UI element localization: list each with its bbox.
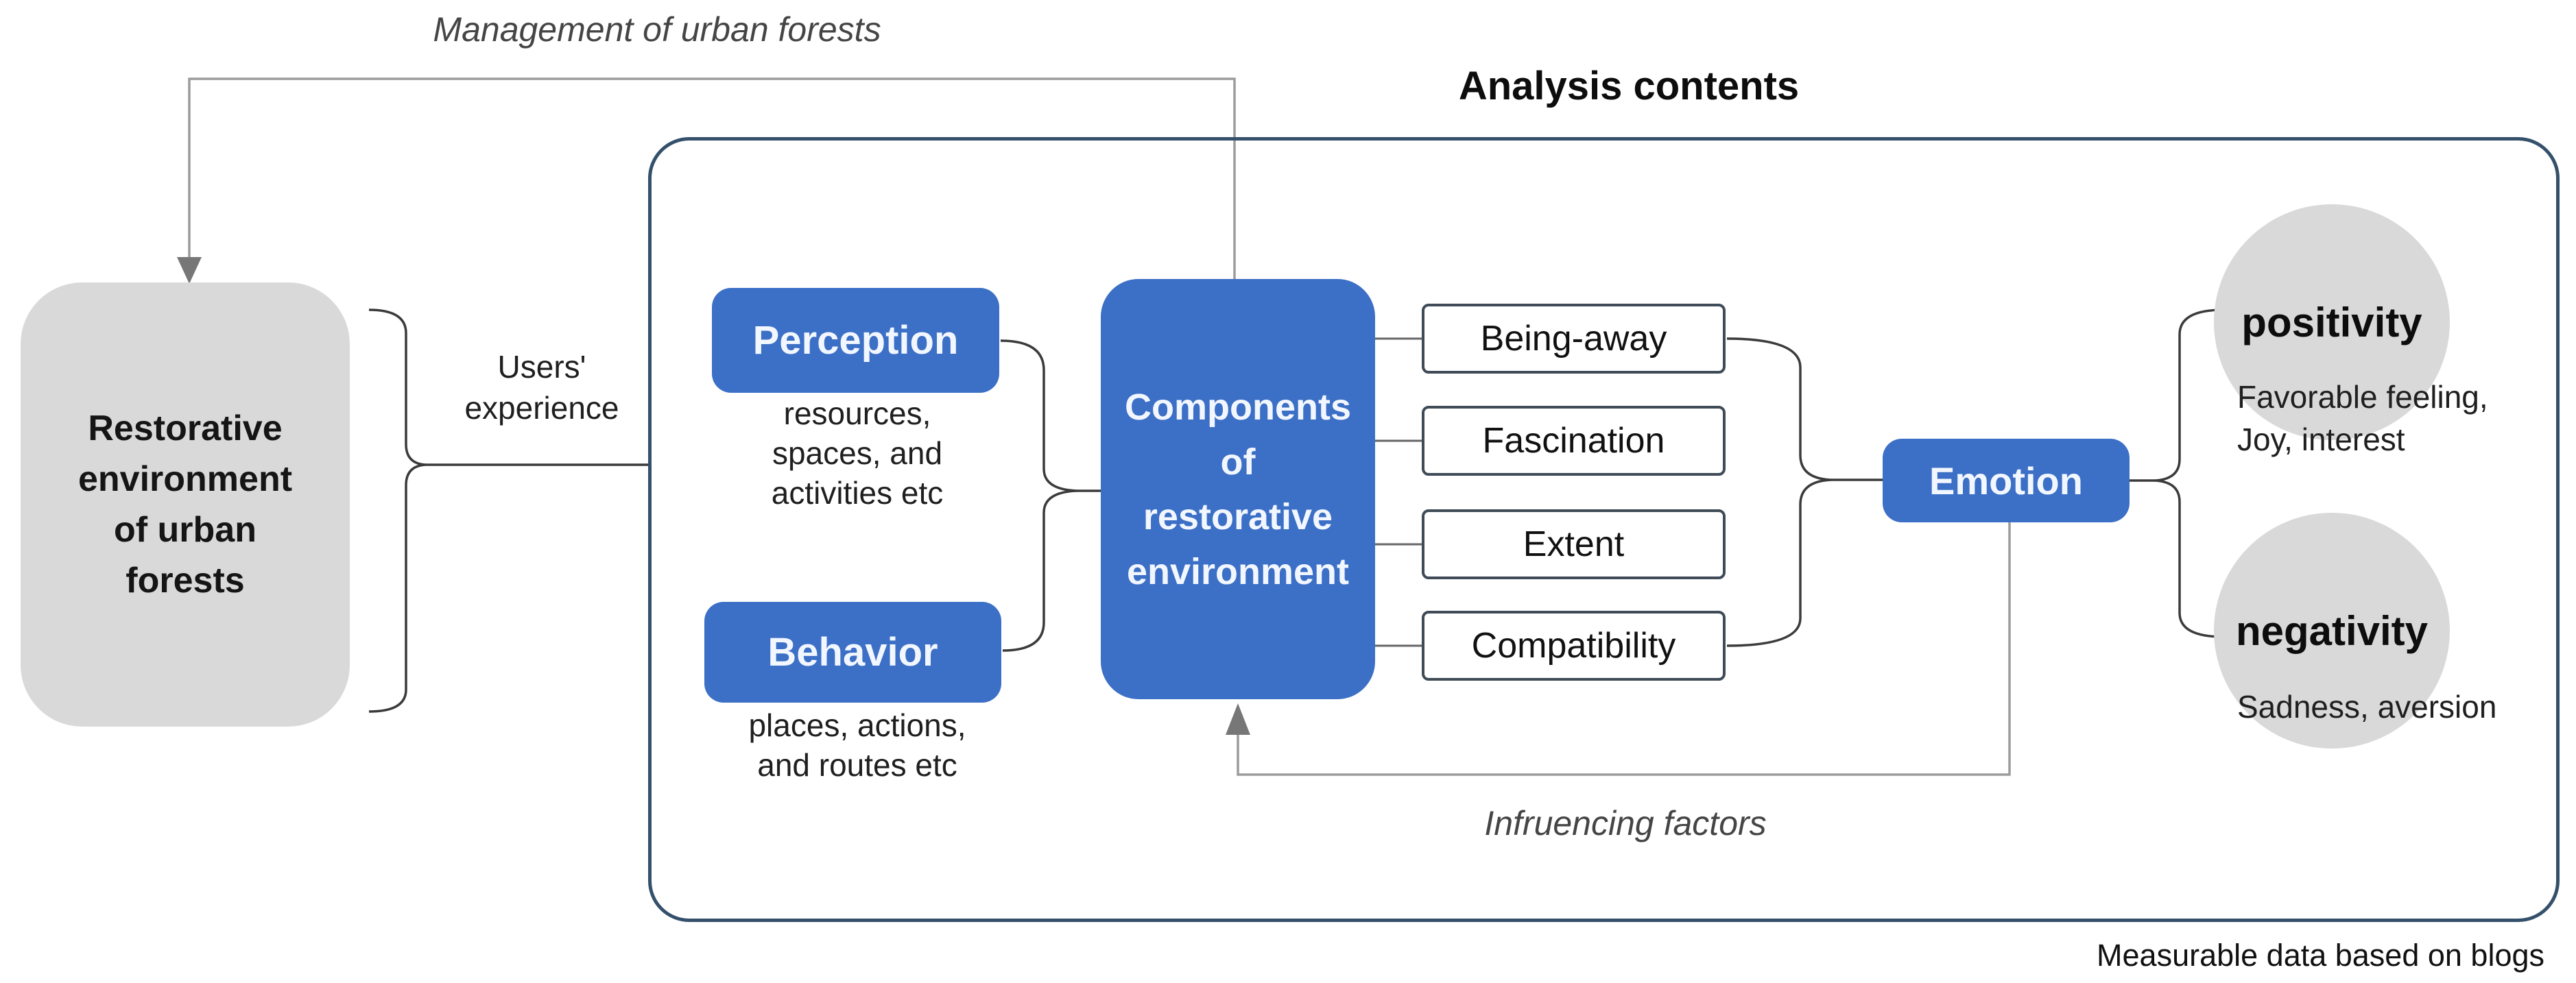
emotion-box: Emotion xyxy=(1883,439,2130,522)
management-label: Management of urban forests xyxy=(433,10,881,49)
influencing-line xyxy=(1237,522,2011,776)
influencing-arrowhead-icon xyxy=(1226,703,1250,735)
behavior-caption: places, actions, and routes etc xyxy=(748,707,966,783)
analysis-contents-frame xyxy=(648,137,2560,922)
factor-box-compatibility: Compatibility xyxy=(1422,611,1726,681)
components-box: Components of restorative environment xyxy=(1101,279,1375,699)
factor-box-extent: Extent xyxy=(1422,509,1726,579)
perception-caption: resources, spaces, and activities etc xyxy=(771,396,944,511)
negativity-circle: negativity xyxy=(2214,513,2450,749)
influencing-factors-label: Infruencing factors xyxy=(1484,804,1767,842)
negativity-caption: Sadness, aversion xyxy=(2237,689,2497,725)
factor-box-fascination: Fascination xyxy=(1422,406,1726,476)
behavior-box: Behavior xyxy=(704,602,1001,703)
restorative-environment-box: Restorative environment of urban forests xyxy=(21,282,350,727)
footnote-measurable-data: Measurable data based on blogs xyxy=(2097,938,2544,973)
management-arrowhead-icon xyxy=(177,257,202,284)
positivity-caption: Favorable feeling, Joy, interest xyxy=(2237,379,2488,457)
management-line xyxy=(188,77,1236,279)
positivity-circle: positivity xyxy=(2214,204,2450,440)
factor-box-being-away: Being-away xyxy=(1422,304,1726,374)
emotion-split-brace-icon xyxy=(2154,308,2224,638)
users-experience-label: Users' experience xyxy=(464,349,619,426)
perception-box: Perception xyxy=(712,288,999,393)
analysis-contents-title: Analysis contents xyxy=(1458,64,1800,108)
